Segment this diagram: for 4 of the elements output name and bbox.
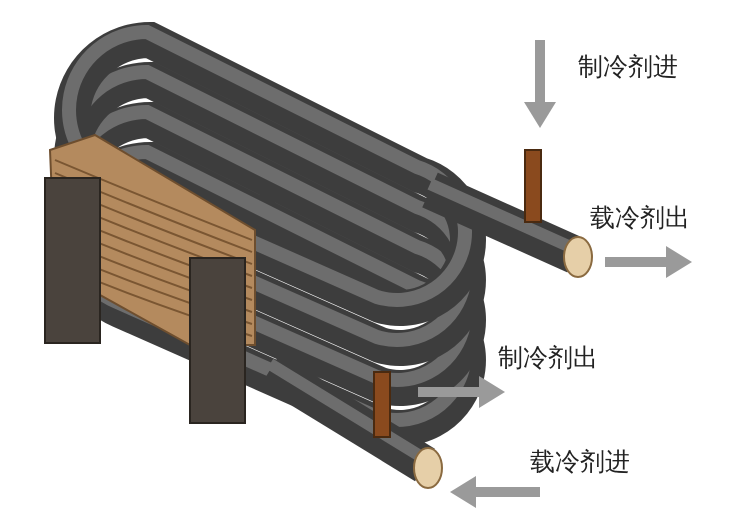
flow-label: 载冷剂出 bbox=[590, 203, 690, 233]
flow-label: 制冷剂进 bbox=[578, 52, 678, 82]
flow-label: 载冷剂进 bbox=[530, 447, 630, 477]
flow-label: 制冷剂出 bbox=[498, 343, 598, 373]
